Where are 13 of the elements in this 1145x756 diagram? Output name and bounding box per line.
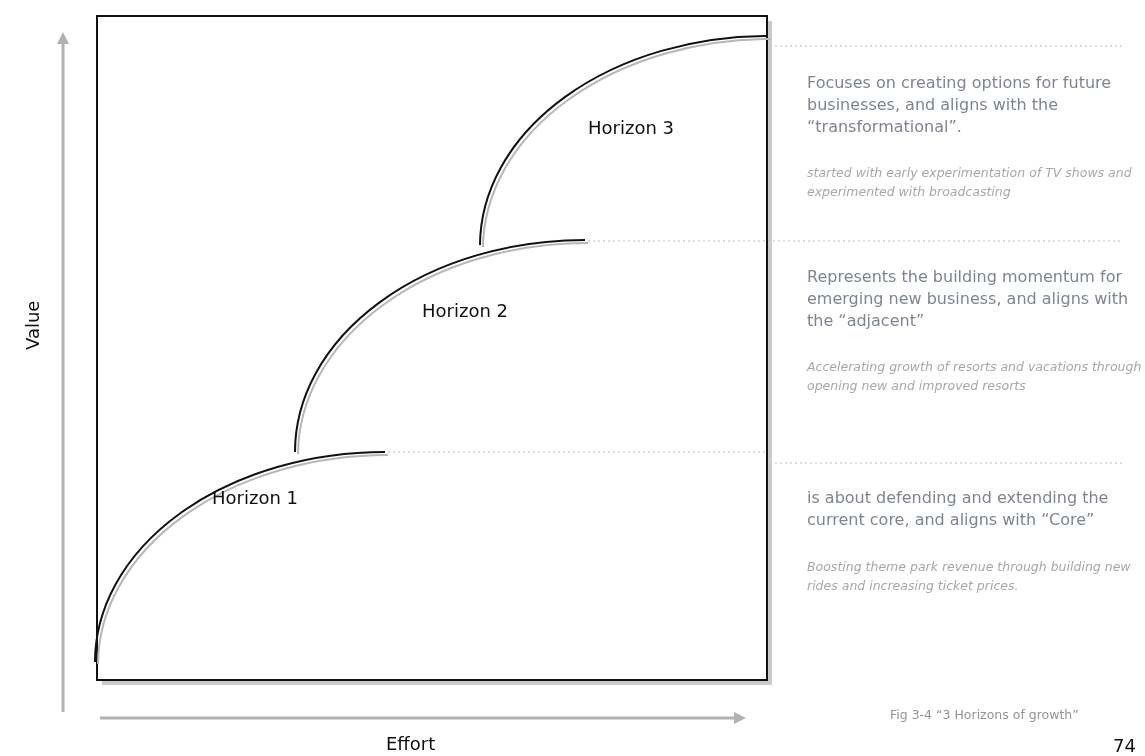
description-text: Represents the building momentum for emerging new business, and aligns with the “adjacent” <box>807 266 1130 332</box>
description-text: Focuses on creating options for future businesses, and aligns with the “transformational”. <box>807 72 1113 138</box>
example-text: Boosting theme park revenue through building new rides and increasing ticket prices. <box>807 558 1132 595</box>
horizon-label: Horizon 3 <box>588 117 674 138</box>
figure-caption: Fig 3-4 “3 Horizons of growth” <box>890 706 1079 724</box>
horizon-label: Horizon 1 <box>212 487 298 508</box>
axis-title: Effort <box>386 733 436 754</box>
example-text: Accelerating growth of resorts and vacations through opening new and improved resorts <box>807 358 1142 395</box>
axis-title: Value <box>22 300 43 350</box>
horizon-label: Horizon 2 <box>422 300 508 321</box>
example-text: started with early experimentation of TV shows and experimented with broadcasting <box>807 164 1133 201</box>
description-text: is about defending and extending the current core, and aligns with “Core” <box>807 487 1110 531</box>
page-number: 74 <box>1113 735 1136 756</box>
